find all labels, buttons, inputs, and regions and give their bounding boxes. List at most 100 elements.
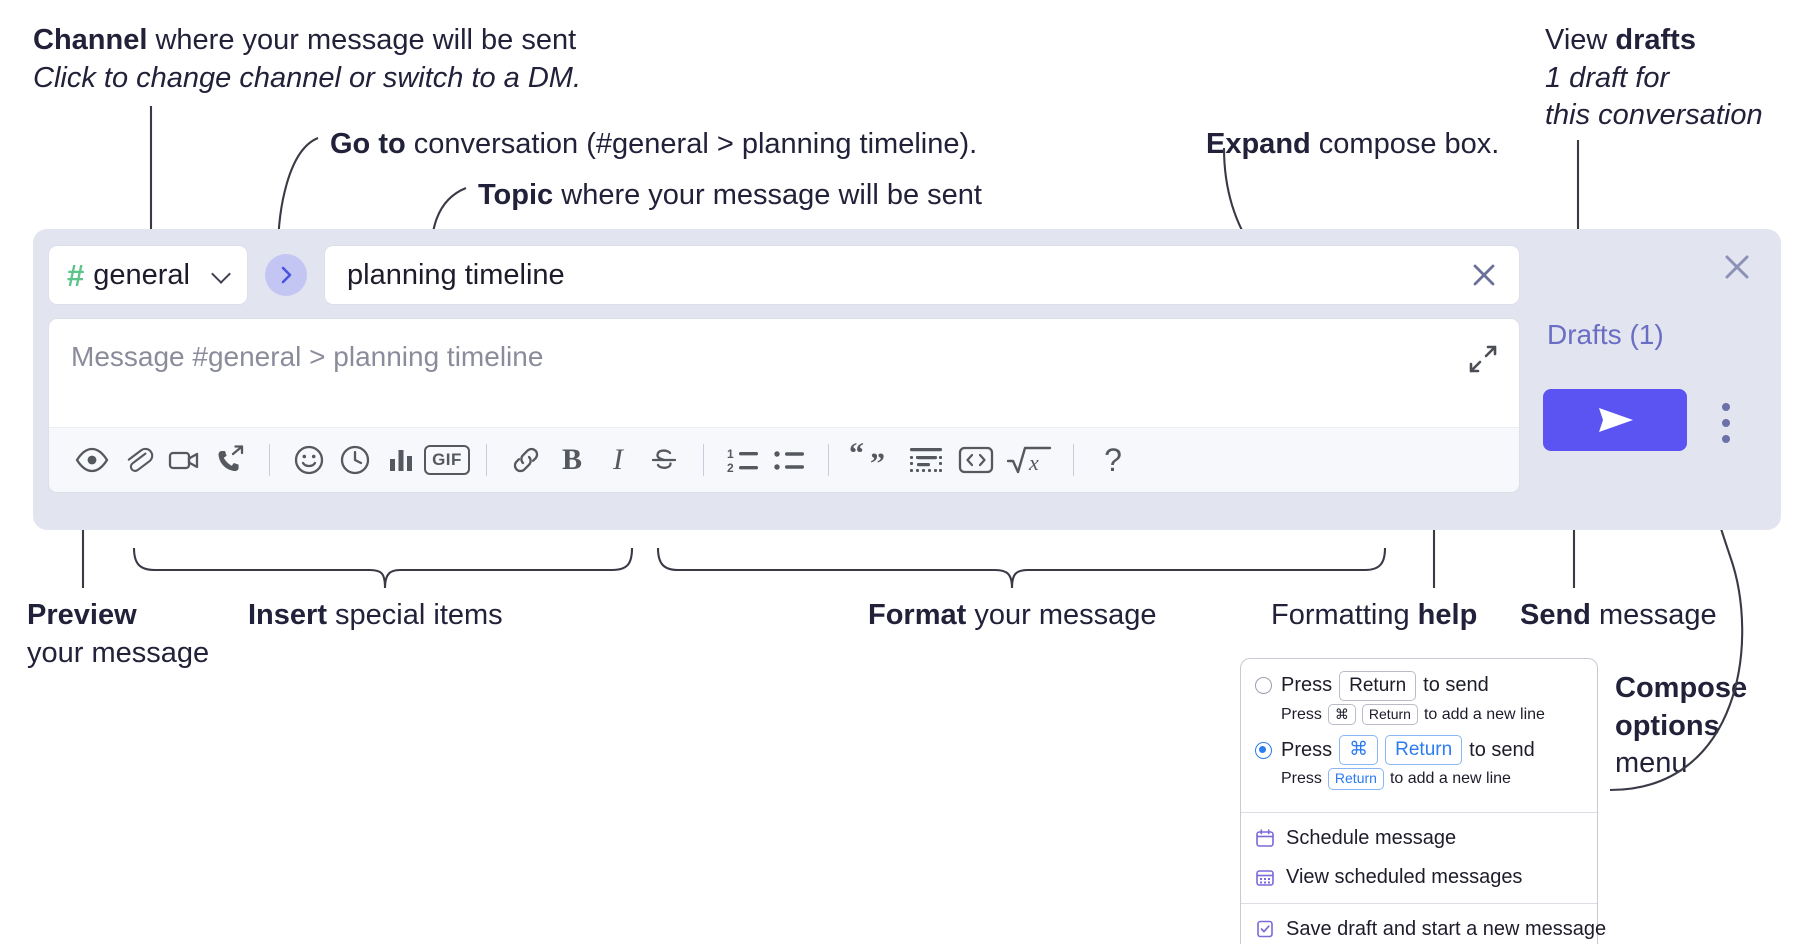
annotation-goto-bold: Go to bbox=[330, 128, 406, 160]
sub-prefix: Press bbox=[1281, 769, 1322, 787]
vertical-dots-icon bbox=[1722, 435, 1730, 443]
poll-chart-icon[interactable] bbox=[378, 437, 424, 483]
clock-icon[interactable] bbox=[332, 437, 378, 483]
option-prefix: Press bbox=[1281, 738, 1333, 761]
send-shortcut-options: Press Return to send Press ⌘ Return to a… bbox=[1241, 659, 1597, 812]
key-command: ⌘ bbox=[1339, 735, 1379, 765]
chevron-right-icon bbox=[281, 266, 292, 284]
close-icon[interactable] bbox=[1719, 249, 1755, 285]
bold-icon[interactable]: B bbox=[561, 443, 582, 476]
toolbar-separator bbox=[703, 444, 704, 476]
code-block-icon[interactable] bbox=[901, 437, 951, 483]
message-input[interactable]: Message #general > planning timeline bbox=[49, 319, 1519, 427]
emoji-icon[interactable] bbox=[286, 437, 332, 483]
annotation-formatting-help: Formatting help bbox=[1271, 597, 1477, 635]
annotation-insert: Insert special items bbox=[248, 597, 503, 635]
menu-item-view-scheduled[interactable]: View scheduled messages bbox=[1241, 858, 1597, 897]
annotation-insert-rest: special items bbox=[326, 599, 503, 631]
annotation-preview-sub: your message bbox=[27, 636, 210, 669]
annotation-drafts-sub2: this conversation bbox=[1545, 99, 1763, 132]
annotation-expand-bold: Expand bbox=[1206, 128, 1311, 160]
annotation-drafts-bold: drafts bbox=[1615, 24, 1696, 56]
channel-name-label: general bbox=[93, 258, 190, 291]
annotation-channel: Channel where your message will be sent … bbox=[33, 22, 581, 97]
send-button[interactable] bbox=[1543, 389, 1687, 451]
sub-suffix: to add a new line bbox=[1423, 705, 1545, 723]
italic-icon[interactable]: I bbox=[613, 443, 623, 476]
annotation-send-rest: message bbox=[1590, 599, 1717, 631]
video-camera-icon[interactable] bbox=[161, 437, 207, 483]
option-prefix: Press bbox=[1281, 674, 1333, 697]
topic-input[interactable]: planning timeline bbox=[324, 245, 1520, 305]
annotation-send-bold: Send bbox=[1520, 599, 1591, 631]
annotation-expand: Expand compose box. bbox=[1206, 126, 1499, 164]
annotation-compose-l1: Compose bbox=[1615, 672, 1748, 704]
svg-text:“: “ bbox=[849, 443, 864, 470]
blockquote-icon[interactable]: “ ” bbox=[845, 437, 901, 483]
compose-options-menu-button[interactable] bbox=[1709, 403, 1743, 443]
annotation-compose-options: Compose options menu bbox=[1615, 670, 1747, 783]
radio-selected[interactable] bbox=[1255, 741, 1272, 759]
save-draft-check-icon bbox=[1255, 919, 1275, 939]
option-suffix: to send bbox=[1423, 674, 1489, 697]
annotation-help-rest: Formatting bbox=[1271, 599, 1418, 631]
annotation-help-bold: help bbox=[1417, 599, 1478, 631]
link-icon[interactable] bbox=[503, 437, 549, 483]
calendar-schedule-icon bbox=[1255, 828, 1275, 848]
svg-text:”: ” bbox=[870, 447, 885, 477]
bulleted-list-icon[interactable] bbox=[766, 437, 812, 483]
help-question-icon[interactable]: ? bbox=[1104, 442, 1122, 478]
toolbar-separator bbox=[269, 444, 270, 476]
annotation-channel-rest: where your message will be sent bbox=[147, 24, 577, 56]
annotation-goto-rest: conversation (#general > planning timeli… bbox=[405, 128, 978, 160]
svg-text:2: 2 bbox=[727, 461, 734, 475]
send-option-return[interactable]: Press Return to send bbox=[1255, 671, 1583, 701]
sub-prefix: Press bbox=[1281, 705, 1322, 723]
hash-icon: # bbox=[67, 257, 84, 293]
svg-text:1: 1 bbox=[727, 447, 734, 461]
expand-diagonal-icon[interactable] bbox=[1467, 343, 1499, 375]
radio-unselected[interactable] bbox=[1255, 677, 1272, 695]
annotation-expand-rest: compose box. bbox=[1310, 128, 1500, 160]
ordered-list-icon[interactable]: 1 2 bbox=[720, 437, 766, 483]
annotation-drafts: View drafts 1 draft for this conversatio… bbox=[1545, 22, 1763, 135]
channel-selector[interactable]: # general bbox=[48, 245, 248, 305]
annotation-channel-sub: Click to change channel or switch to a D… bbox=[33, 61, 582, 94]
close-icon[interactable] bbox=[1467, 258, 1501, 292]
send-option-return-sub: Press ⌘ Return to add a new line bbox=[1281, 703, 1583, 726]
message-placeholder: Message #general > planning timeline bbox=[71, 341, 544, 372]
phone-share-icon[interactable] bbox=[207, 437, 253, 483]
calendar-grid-icon bbox=[1255, 867, 1275, 887]
annotation-compose-l3: menu bbox=[1615, 747, 1688, 780]
annotation-send: Send message bbox=[1520, 597, 1717, 635]
topic-value: planning timeline bbox=[347, 258, 565, 291]
annotation-format-bold: Format bbox=[868, 599, 967, 631]
goto-conversation-button[interactable] bbox=[265, 254, 307, 296]
gif-icon[interactable]: GIF bbox=[424, 437, 470, 483]
vertical-dots-icon bbox=[1722, 419, 1730, 427]
preview-icon[interactable] bbox=[69, 437, 115, 483]
attachment-icon[interactable] bbox=[115, 437, 161, 483]
menu-divider bbox=[1241, 902, 1597, 904]
menu-item-schedule-message[interactable]: Schedule message bbox=[1241, 819, 1597, 858]
key-return: Return bbox=[1385, 735, 1463, 765]
menu-item-save-draft[interactable]: Save draft and start a new message bbox=[1241, 910, 1606, 944]
strikethrough-icon[interactable] bbox=[641, 437, 687, 483]
drafts-link[interactable]: Drafts (1) bbox=[1547, 319, 1664, 350]
send-option-cmd-return[interactable]: Press ⌘ Return to send bbox=[1255, 735, 1583, 765]
send-paper-plane-icon bbox=[1599, 408, 1633, 432]
message-compose-area: Message #general > planning timeline bbox=[48, 318, 1520, 493]
toolbar-separator bbox=[486, 444, 487, 476]
menu-item-label: View scheduled messages bbox=[1286, 865, 1523, 888]
annotation-preview-bold: Preview bbox=[27, 599, 137, 631]
compose-box: # general planning timeline bbox=[33, 229, 1781, 530]
inline-code-icon[interactable] bbox=[951, 437, 1001, 483]
annotation-preview: Preview your message bbox=[27, 597, 209, 672]
annotation-channel-bold: Channel bbox=[33, 24, 148, 56]
annotation-compose-l2: options bbox=[1615, 709, 1720, 742]
key-return: Return bbox=[1327, 768, 1384, 790]
annotation-format: Format your message bbox=[868, 597, 1157, 635]
compose-header-row: # general planning timeline bbox=[48, 244, 1520, 306]
annotation-drafts-sub1: 1 draft for bbox=[1545, 61, 1670, 94]
math-sqrt-icon[interactable]: x bbox=[1001, 437, 1057, 483]
